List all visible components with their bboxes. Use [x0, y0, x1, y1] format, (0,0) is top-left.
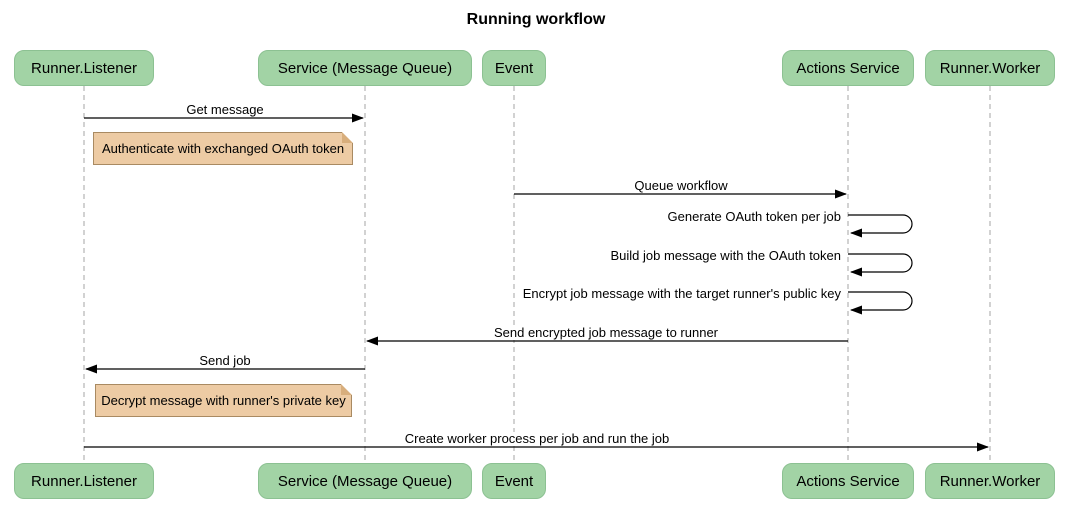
message-label-queue-workflow: Queue workflow	[631, 179, 731, 193]
participant-top-event: Event	[482, 50, 546, 86]
participant-bottom-runner-worker: Runner.Worker	[925, 463, 1055, 499]
self-arrow-generate-oauth-token	[848, 214, 913, 238]
diagram-title: Running workflow	[466, 11, 606, 28]
participant-top-service-message-queue: Service (Message Queue)	[258, 50, 472, 86]
participant-top-runner-listener: Runner.Listener	[14, 50, 154, 86]
note-authenticate-oauth: Authenticate with exchanged OAuth token	[93, 132, 353, 165]
participant-top-runner-worker: Runner.Worker	[925, 50, 1055, 86]
participant-label: Actions Service	[796, 59, 900, 77]
self-arrow-encrypt-job-message	[848, 291, 913, 315]
self-arrow-build-job-message	[848, 253, 913, 277]
note-label: Decrypt message with runner's private ke…	[101, 393, 346, 408]
message-label-send-encrypted-job-message: Send encrypted job message to runner	[490, 326, 722, 340]
participant-label: Service (Message Queue)	[277, 59, 453, 77]
participant-bottom-actions-service: Actions Service	[782, 463, 914, 499]
participant-bottom-service-message-queue: Service (Message Queue)	[258, 463, 472, 499]
note-decrypt-private-key: Decrypt message with runner's private ke…	[95, 384, 352, 417]
participant-label: Runner.Worker	[939, 472, 1041, 490]
participant-top-actions-service: Actions Service	[782, 50, 914, 86]
participant-label: Service (Message Queue)	[277, 472, 453, 490]
message-label-get-message: Get message	[183, 103, 267, 117]
message-label-create-worker-process: Create worker process per job and run th…	[401, 432, 673, 446]
note-fold-icon	[342, 132, 353, 143]
participant-label: Event	[494, 472, 534, 490]
participant-bottom-runner-listener: Runner.Listener	[14, 463, 154, 499]
participant-label: Runner.Listener	[31, 59, 137, 77]
note-label: Authenticate with exchanged OAuth token	[101, 141, 345, 156]
participant-label: Runner.Worker	[939, 59, 1041, 77]
message-label-send-job: Send job	[196, 354, 254, 368]
participant-label: Runner.Listener	[31, 472, 137, 490]
participant-label: Event	[494, 59, 534, 77]
note-fold-icon	[341, 384, 352, 395]
message-label-build-job-message: Build job message with the OAuth token	[607, 249, 844, 263]
message-label-generate-oauth-token: Generate OAuth token per job	[664, 210, 844, 224]
participant-bottom-event: Event	[482, 463, 546, 499]
participant-label: Actions Service	[796, 472, 900, 490]
message-label-encrypt-job-message: Encrypt job message with the target runn…	[519, 287, 844, 301]
